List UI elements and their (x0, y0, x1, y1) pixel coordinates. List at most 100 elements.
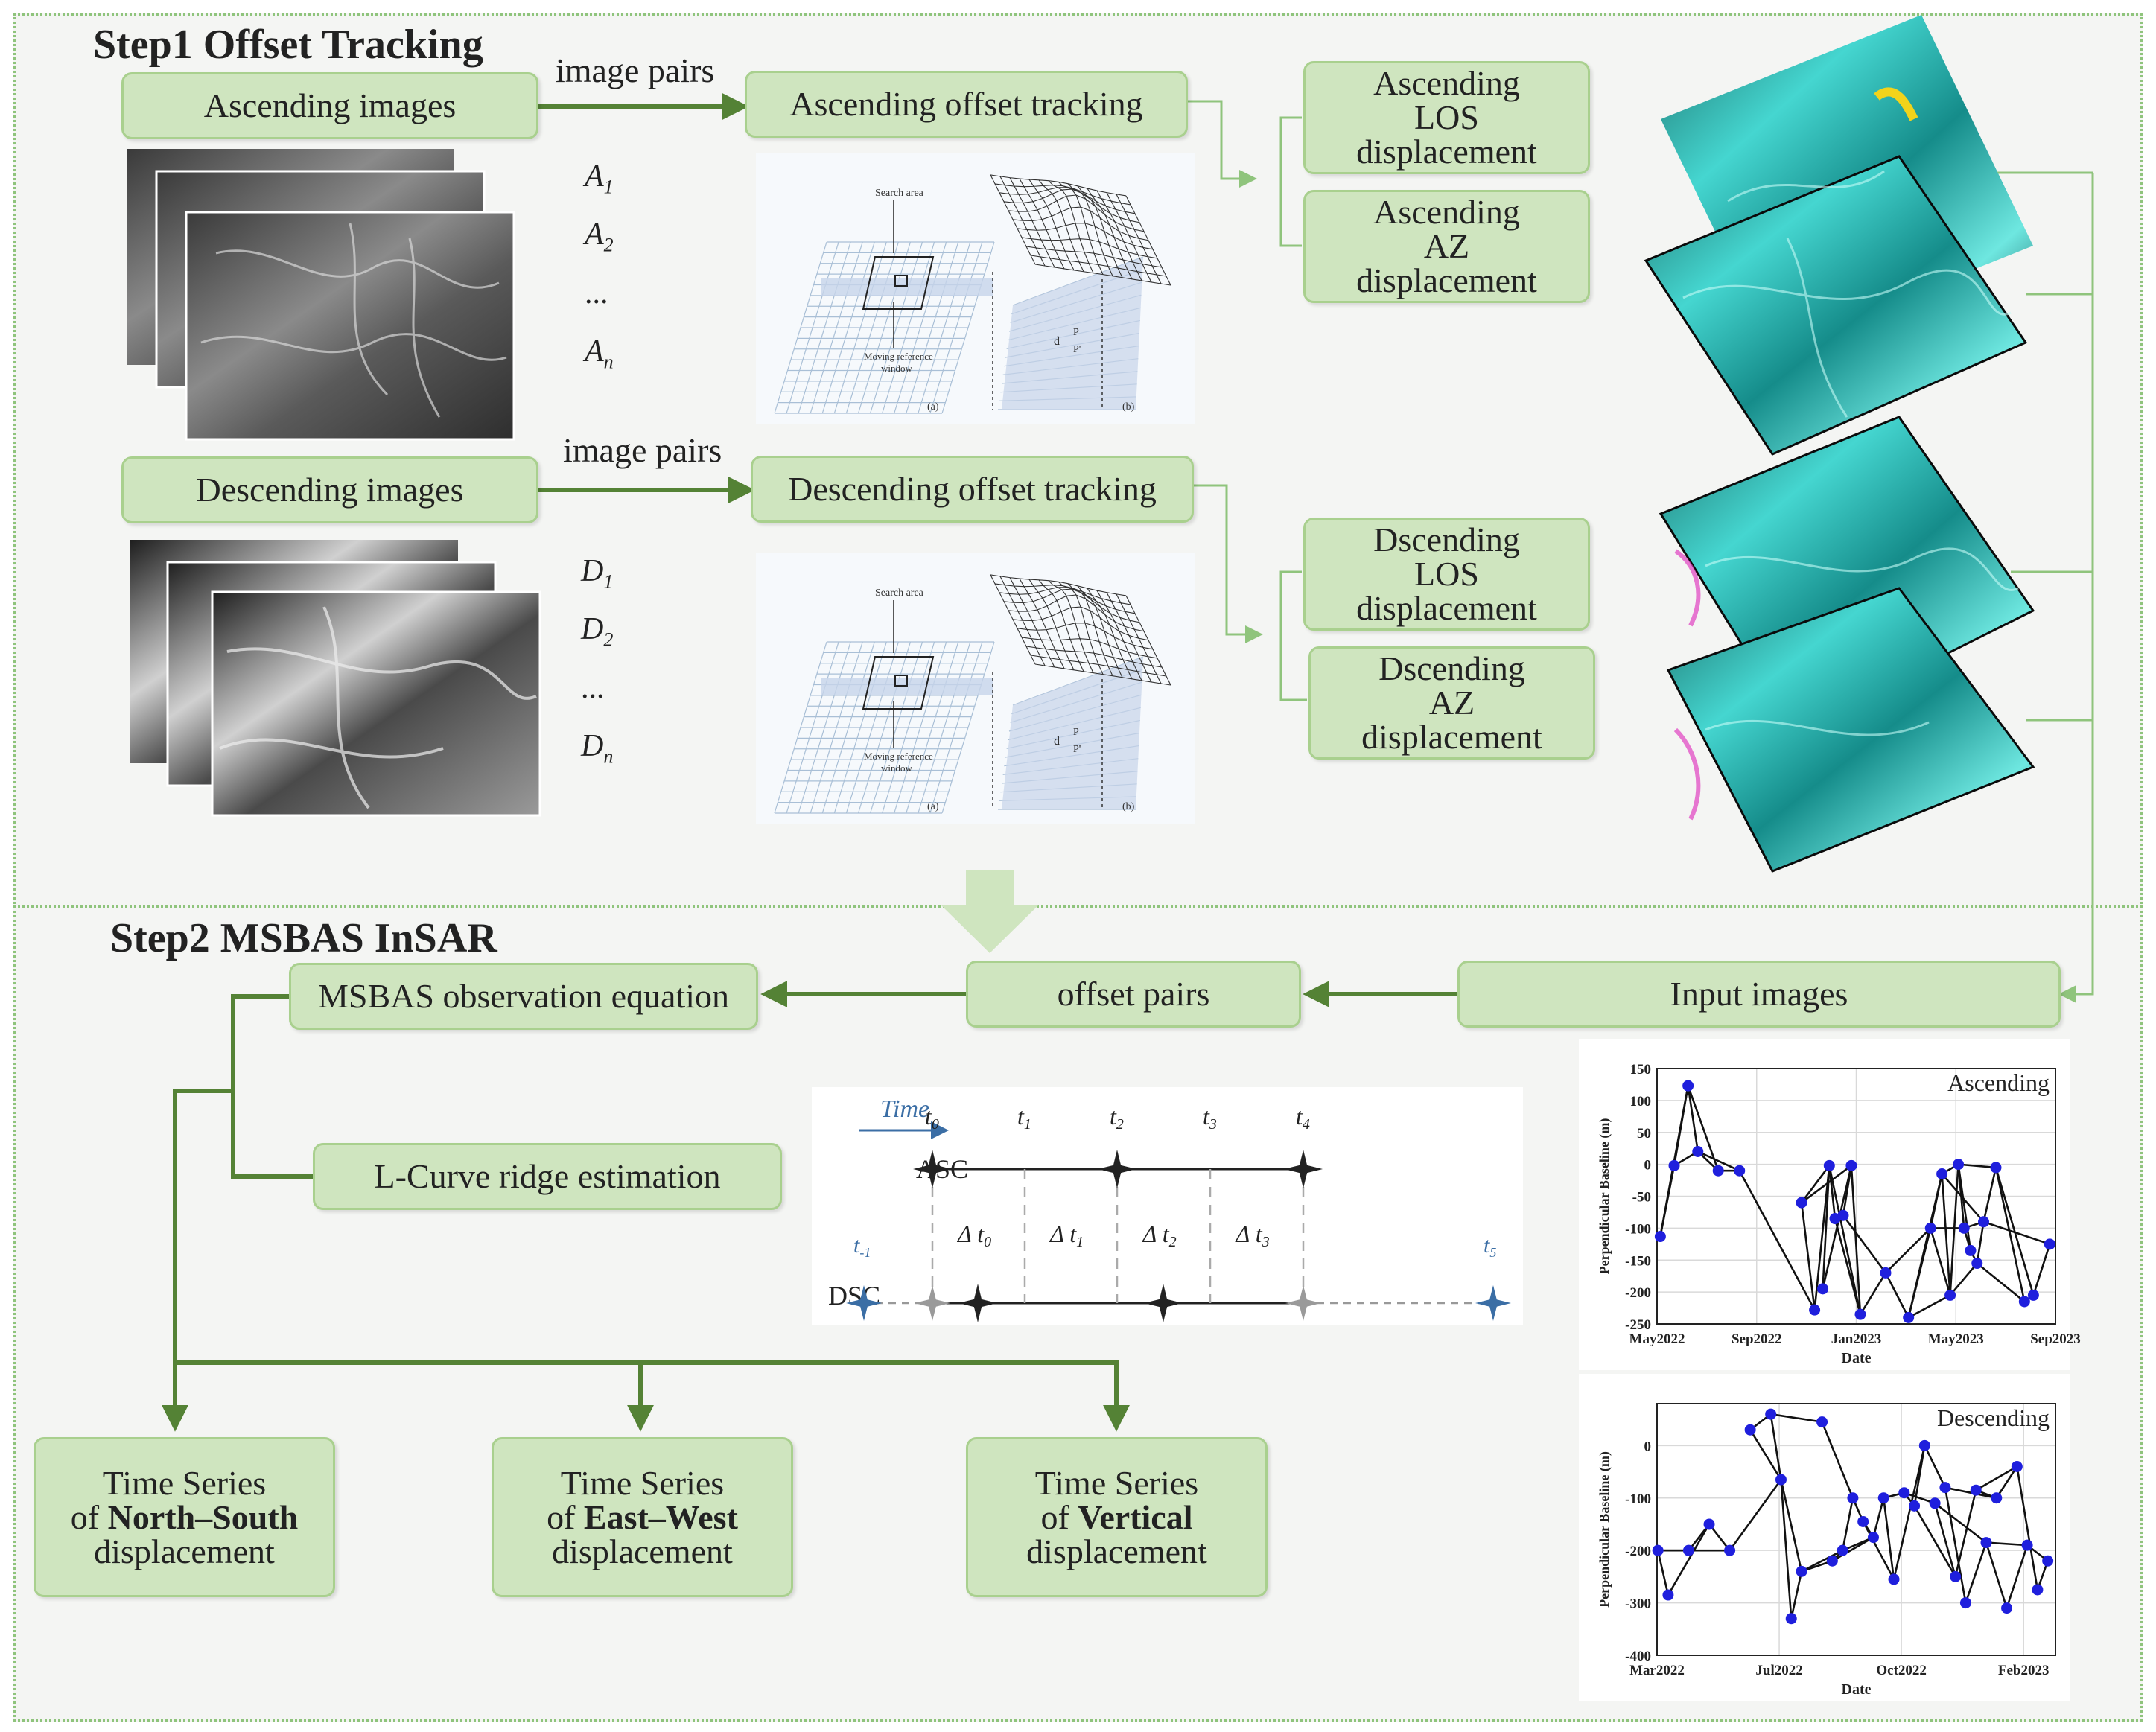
baseline-edge (1884, 1272, 1909, 1319)
grid-line (941, 641, 995, 814)
acquisition-point (1712, 1165, 1724, 1177)
surface-line (1012, 206, 1149, 241)
surface-line (994, 583, 1131, 605)
baseline-edge (1834, 1218, 1862, 1315)
x-tick-label: May2022 (1629, 1331, 1685, 1347)
panel-b-label: (b) (1122, 401, 1135, 413)
tick-subscript: 4 (1303, 1116, 1310, 1133)
delta-subscript: 3 (1262, 1234, 1270, 1250)
search-area-label: Search area (875, 188, 924, 199)
p2-label: P' (1073, 344, 1081, 355)
ascending-az-box: Ascending AZ displacement (1303, 190, 1590, 303)
baseline-edge (1892, 1445, 1926, 1580)
p-label: P (1073, 327, 1079, 338)
baseline-edge (1975, 1465, 2017, 1491)
baseline-edge (1821, 1421, 1854, 1499)
tick-subscript: -1 (859, 1245, 871, 1260)
panel-b-label: (b) (1122, 801, 1135, 812)
baseline-edge (1885, 1227, 1932, 1274)
plane-fill (1002, 657, 1143, 809)
y-tick-label: -50 (1632, 1190, 1651, 1206)
grid-line (906, 641, 959, 814)
grid-line (869, 241, 923, 414)
acquisition-point (1924, 1222, 1936, 1234)
dsc-acquisition-star (1475, 1285, 1511, 1321)
acquisition-point (1918, 1439, 1930, 1451)
baseline-edge (1770, 1413, 1822, 1423)
acquisition-point (2021, 1539, 2033, 1551)
surface-line (1025, 646, 1163, 668)
acquisition-point (2001, 1602, 2013, 1614)
baseline-edge (1982, 1167, 1997, 1223)
grid-line (774, 241, 827, 414)
y-tick-label: -300 (1625, 1596, 1651, 1612)
panel-a-label: (a) (927, 401, 939, 413)
asc-acquisition-star (1284, 1150, 1323, 1188)
acquisition-point (1965, 1244, 1977, 1256)
surface-line (1017, 623, 1154, 650)
correlation-surface (990, 174, 1171, 286)
timeline-time-label: Time (880, 1095, 929, 1123)
acquisition-point (1823, 1159, 1835, 1171)
ascending-displacement-maps (1644, 15, 2033, 456)
surface-line (1030, 655, 1167, 677)
baseline-edge (1780, 1479, 1803, 1572)
baseline-edge (1872, 1497, 1885, 1538)
grid-line (857, 241, 912, 414)
x-tick-label: Mar2022 (1629, 1663, 1685, 1678)
baseline-edge (1697, 1150, 1740, 1172)
baseline-edge (1965, 1542, 1988, 1604)
acquisition-point (1692, 1145, 1704, 1157)
surface-line (1012, 606, 1149, 641)
acquisition-point (1654, 1231, 1666, 1243)
acquisition-point (1837, 1544, 1848, 1556)
acquisition-point (1990, 1162, 2002, 1174)
baseline-edge (1790, 1571, 1803, 1619)
surface-line (994, 183, 1131, 206)
baseline-edge (1667, 1524, 1711, 1596)
acquisition-point (1958, 1222, 1970, 1234)
baseline-edge (1941, 1174, 1951, 1296)
grid-line (833, 641, 887, 814)
baseline-edge (1944, 1487, 1967, 1603)
acquisition-point (1877, 1492, 1889, 1504)
baseline-edge (1831, 1536, 1874, 1562)
baseline-edge (1933, 1503, 1956, 1577)
x-tick-label: Feb2023 (1998, 1663, 2050, 1678)
acquisition-point (1682, 1080, 1694, 1092)
acquisition-point (1880, 1267, 1892, 1279)
plane-fill (1002, 257, 1143, 410)
descending-images-box: Descending images (121, 456, 538, 523)
acquisition-point (1944, 1289, 1956, 1301)
y-axis-label: Perpendicular Baseline (m) (1597, 1118, 1612, 1275)
y-axis-label: Perpendicular Baseline (m) (1597, 1451, 1612, 1608)
baseline-edge (1729, 1479, 1782, 1551)
step2-title: Step2 MSBAS InSAR (110, 915, 497, 961)
acquisition-point (1734, 1165, 1746, 1177)
surface-line (1003, 588, 1140, 623)
baseline-edge (1656, 1550, 1670, 1596)
acquisition-point (1817, 1283, 1829, 1295)
acquisition-point (1809, 1304, 1821, 1316)
descending-sequence: D1 D2 ... Dn (581, 547, 613, 781)
baseline-edge (1976, 1221, 1985, 1264)
reference-window-box (894, 675, 908, 687)
grid-line (786, 241, 839, 414)
descending-offset-tracking-box: Descending offset tracking (751, 456, 1194, 523)
acquisition-point (1847, 1492, 1859, 1504)
surface-line (1034, 663, 1171, 686)
y-tick-label: 150 (1630, 1062, 1652, 1077)
baseline-edge (1957, 1164, 1972, 1251)
tick-subscript: 2 (1116, 1116, 1124, 1133)
step1-title: Step1 Offset Tracking (93, 22, 483, 68)
x-axis-label: Date (1842, 1681, 1872, 1698)
x-tick-label: Oct2022 (1876, 1663, 1927, 1678)
grid-line (894, 641, 947, 814)
grid-line (845, 241, 900, 414)
surface-line (1003, 188, 1140, 223)
baseline-edge (1862, 1521, 1895, 1580)
x-tick-label: May2023 (1928, 1331, 1984, 1347)
baseline-edge (1828, 1165, 1862, 1315)
